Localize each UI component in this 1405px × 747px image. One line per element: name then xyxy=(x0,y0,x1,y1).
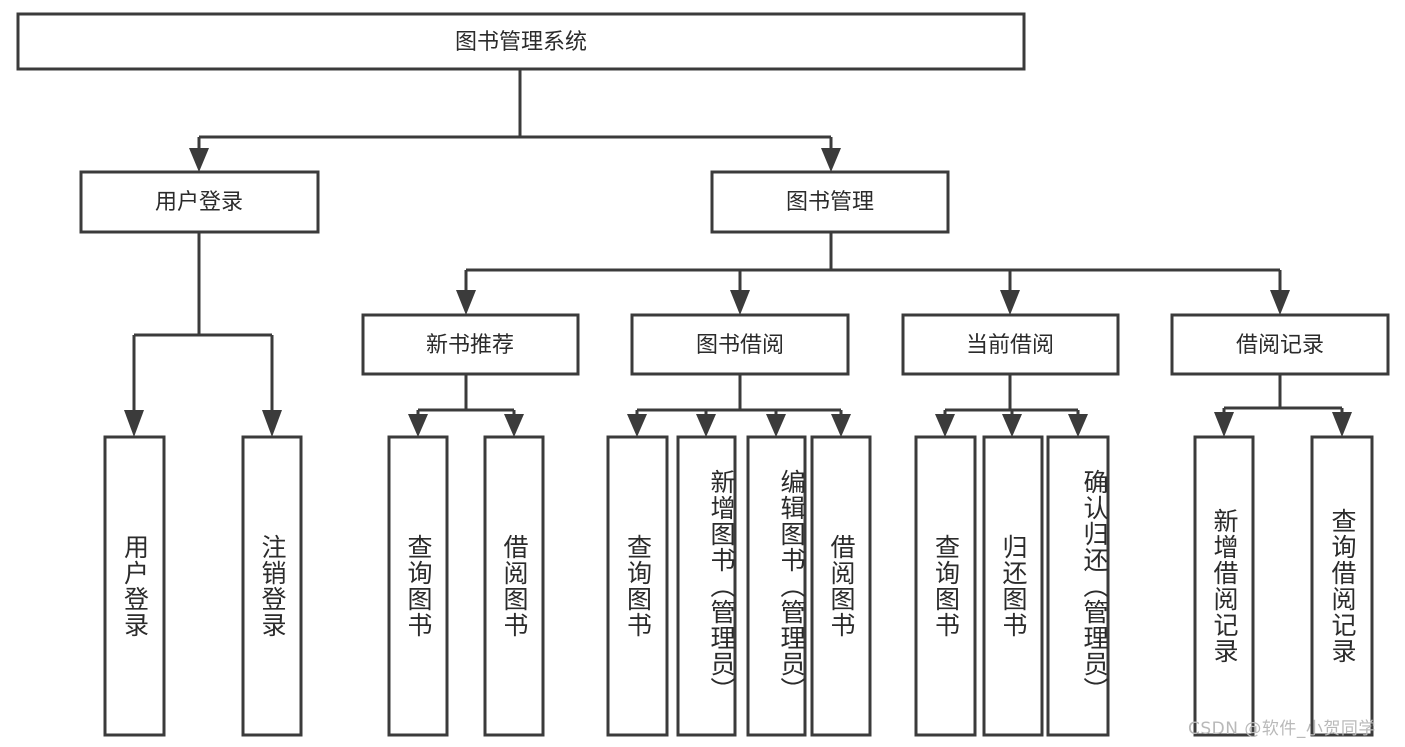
connector-layer xyxy=(124,69,1352,437)
horizontal-label-layer: 图书管理系统 用户登录 图书管理 新书推荐 图书借阅 当前借阅 借阅记录 xyxy=(155,30,1324,358)
arrow-head-leaf-logout xyxy=(262,410,282,437)
arrow-head-leaf-query-book-3 xyxy=(935,414,955,437)
arrow-head-leaf-borrow-book-1 xyxy=(504,414,524,437)
arrow-head-leaf-add-record xyxy=(1214,412,1234,437)
arrow-head-current-borrow xyxy=(1000,290,1020,315)
arrow-head-borrow-record xyxy=(1270,290,1290,315)
label-current-borrow: 当前借阅 xyxy=(966,333,1054,358)
node-leaf-return-book[interactable] xyxy=(982,435,1044,737)
arrow-head-leaf-query-book-1 xyxy=(408,414,428,437)
label-new-book-recommend: 新书推荐 xyxy=(426,333,514,358)
label-borrow-record: 借阅记录 xyxy=(1236,333,1324,358)
label-user-login: 用户登录 xyxy=(155,190,243,215)
label-book-borrow: 图书借阅 xyxy=(696,333,784,358)
node-leaf-query-book-3[interactable] xyxy=(914,435,977,737)
arrow-head-leaf-query-book-2 xyxy=(627,414,647,437)
node-new-book-recommend[interactable] xyxy=(361,313,580,376)
node-book-borrow[interactable] xyxy=(630,313,850,376)
arrow-head-new-book-recommend xyxy=(456,290,476,315)
node-borrow-record[interactable] xyxy=(1170,313,1390,376)
node-leaf-edit-book[interactable] xyxy=(746,435,807,737)
arrow-head-leaf-borrow-book-2 xyxy=(831,414,851,437)
node-layer xyxy=(16,12,1390,737)
arrow-head-leaf-add-book xyxy=(696,414,716,437)
node-leaf-confirm-return[interactable] xyxy=(1046,435,1110,737)
node-leaf-borrow-book-2[interactable] xyxy=(810,435,872,737)
node-leaf-add-book[interactable] xyxy=(676,435,737,737)
arrow-head-leaf-query-record xyxy=(1332,412,1352,437)
node-book-manage[interactable] xyxy=(710,170,950,234)
node-leaf-logout[interactable] xyxy=(241,435,303,737)
label-root: 图书管理系统 xyxy=(455,30,587,55)
node-user-login[interactable] xyxy=(79,170,320,234)
node-current-borrow[interactable] xyxy=(901,313,1120,376)
node-leaf-borrow-book-1[interactable] xyxy=(483,435,545,737)
node-leaf-add-record[interactable] xyxy=(1193,435,1255,737)
label-book-manage: 图书管理 xyxy=(786,190,874,215)
node-leaf-query-book-1[interactable] xyxy=(387,435,449,737)
watermark-text: CSDN @软件_小贺同学 xyxy=(1188,719,1376,739)
arrow-head-leaf-return-book xyxy=(1002,414,1022,437)
node-leaf-query-book-2[interactable] xyxy=(606,435,669,737)
arrow-head-leaf-user-login xyxy=(124,410,144,437)
arrow-head-user-login xyxy=(189,148,209,172)
arrow-head-book-manage xyxy=(821,148,841,172)
node-leaf-user-login[interactable] xyxy=(103,435,166,737)
arrow-head-leaf-confirm-return xyxy=(1068,414,1088,437)
arrow-head-leaf-edit-book xyxy=(766,414,786,437)
arrow-head-book-borrow xyxy=(730,290,750,315)
node-root[interactable] xyxy=(16,12,1026,71)
node-leaf-query-record[interactable] xyxy=(1310,435,1374,737)
